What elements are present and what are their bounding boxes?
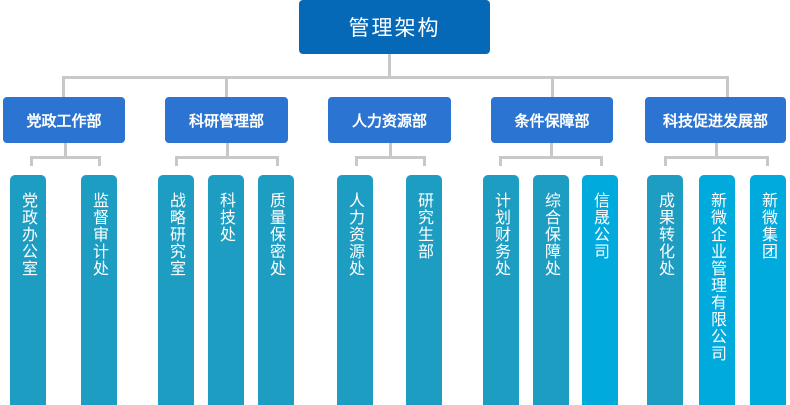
office-label: 监督审计处 bbox=[90, 192, 109, 277]
office-node: 监督审计处 bbox=[81, 175, 117, 405]
connector bbox=[226, 143, 229, 158]
connector bbox=[62, 76, 65, 97]
department-node: 科研管理部 bbox=[165, 97, 288, 143]
connector bbox=[664, 156, 667, 166]
connector bbox=[726, 76, 729, 97]
company-label: 新微集团 bbox=[759, 192, 778, 260]
connector bbox=[551, 76, 554, 97]
connector bbox=[276, 156, 279, 166]
connector bbox=[355, 156, 425, 159]
department-node: 科技促进发展部 bbox=[645, 97, 786, 143]
company-node: 新微企业管理有限公司 bbox=[699, 175, 735, 405]
connector bbox=[30, 156, 100, 159]
connector bbox=[30, 156, 33, 166]
office-label: 党政办公室 bbox=[19, 192, 38, 277]
office-node: 成果转化处 bbox=[647, 175, 683, 405]
office-node: 党政办公室 bbox=[10, 175, 46, 405]
connector bbox=[388, 54, 391, 78]
office-node: 科技处 bbox=[208, 175, 244, 405]
office-label: 计划财务处 bbox=[492, 192, 511, 277]
department-node: 人力资源部 bbox=[328, 97, 451, 143]
connector bbox=[355, 156, 358, 166]
office-node: 计划财务处 bbox=[483, 175, 519, 405]
connector bbox=[175, 156, 178, 166]
office-label: 综合保障处 bbox=[542, 192, 561, 277]
company-label: 信晟公司 bbox=[591, 192, 610, 260]
office-node: 综合保障处 bbox=[533, 175, 569, 405]
connector bbox=[225, 76, 228, 97]
connector bbox=[664, 156, 768, 159]
connector bbox=[98, 156, 101, 166]
office-label: 科技处 bbox=[217, 192, 236, 243]
connector bbox=[499, 156, 502, 166]
connector bbox=[600, 156, 603, 166]
office-label: 研究生部 bbox=[415, 192, 434, 260]
office-node: 人力资源处 bbox=[337, 175, 373, 405]
office-node: 质量保密处 bbox=[258, 175, 294, 405]
company-node: 信晟公司 bbox=[582, 175, 618, 405]
connector bbox=[499, 156, 602, 159]
root-node: 管理架构 bbox=[299, 0, 490, 54]
office-label: 成果转化处 bbox=[656, 192, 675, 277]
department-node: 条件保障部 bbox=[491, 97, 613, 143]
connector bbox=[175, 156, 278, 159]
office-label: 质量保密处 bbox=[267, 192, 286, 277]
company-node: 新微集团 bbox=[750, 175, 786, 405]
connector bbox=[715, 143, 718, 158]
office-label: 人力资源处 bbox=[346, 192, 365, 277]
connector bbox=[389, 143, 392, 158]
company-label: 新微企业管理有限公司 bbox=[708, 192, 727, 362]
connector bbox=[550, 143, 553, 158]
connector bbox=[64, 143, 67, 158]
connector bbox=[766, 156, 769, 166]
office-node: 研究生部 bbox=[406, 175, 442, 405]
connector bbox=[423, 156, 426, 166]
connector bbox=[62, 76, 728, 79]
office-label: 战略研究室 bbox=[167, 192, 186, 277]
department-node: 党政工作部 bbox=[3, 97, 125, 143]
office-node: 战略研究室 bbox=[158, 175, 194, 405]
